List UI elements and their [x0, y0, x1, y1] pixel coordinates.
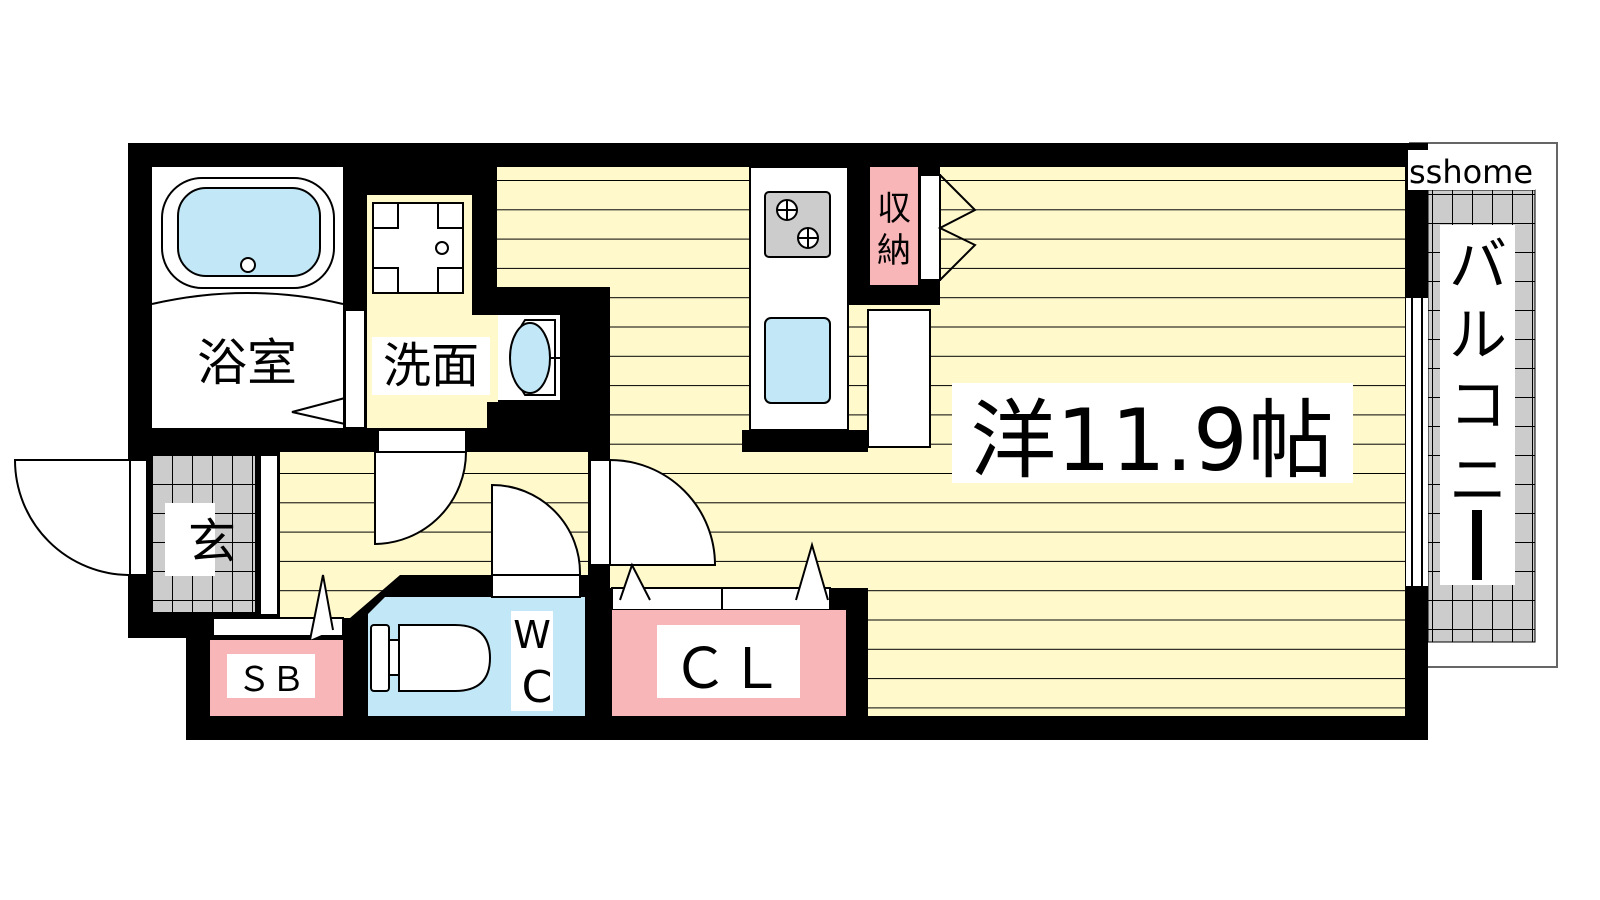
svg-text:sshome: sshome	[1409, 153, 1533, 191]
gas-stove-icon	[764, 191, 831, 258]
main-room-label: 洋11.9帖	[970, 391, 1333, 491]
watermark: sshome	[1408, 150, 1535, 191]
entrance: 玄	[13, 454, 279, 616]
kitchen-counter	[742, 166, 868, 452]
shoe-box: ＳＢ	[210, 574, 344, 716]
balcony-window	[1406, 298, 1428, 586]
entrance-label: 玄	[188, 514, 236, 570]
closet: ＣＬ	[611, 541, 846, 716]
bathroom: 浴室	[151, 167, 366, 429]
washbasin-icon	[509, 319, 560, 396]
svg-text:コ: コ	[1449, 371, 1507, 439]
western-room: 収 納 洋11.9帖	[497, 166, 1405, 716]
toilet-icon	[370, 624, 492, 692]
balcony: バ ル コ ニ	[1409, 142, 1558, 668]
svg-text:ニ: ニ	[1449, 446, 1507, 514]
balcony-label: バ ル コ ニ	[1449, 231, 1507, 580]
svg-text:バ: バ	[1449, 231, 1507, 299]
storage-label-1: 収	[877, 189, 911, 229]
svg-text:ル: ル	[1449, 301, 1507, 369]
closet-label: ＣＬ	[672, 637, 784, 702]
washroom-label: 洗面	[383, 338, 479, 394]
toilet-label-w: W	[513, 613, 551, 657]
room-door-swing[interactable]	[609, 458, 717, 566]
washing-machine-icon	[372, 202, 464, 294]
bathtub-icon	[151, 177, 344, 305]
storage: 収 納	[848, 167, 977, 305]
bathroom-label: 浴室	[197, 334, 297, 392]
entrance-door-swing[interactable]	[13, 459, 131, 577]
toilet-door-swing[interactable]	[491, 483, 582, 576]
toilet-label-c: C	[522, 662, 553, 713]
kitchen-sink-icon	[764, 317, 831, 404]
toilet-room: W C	[368, 574, 585, 716]
fridge-space	[867, 309, 931, 448]
washroom: 洗面	[367, 195, 560, 428]
shoe-box-label: ＳＢ	[237, 660, 305, 700]
storage-label-2: 納	[877, 231, 911, 271]
washroom-door-swing[interactable]	[374, 451, 468, 546]
